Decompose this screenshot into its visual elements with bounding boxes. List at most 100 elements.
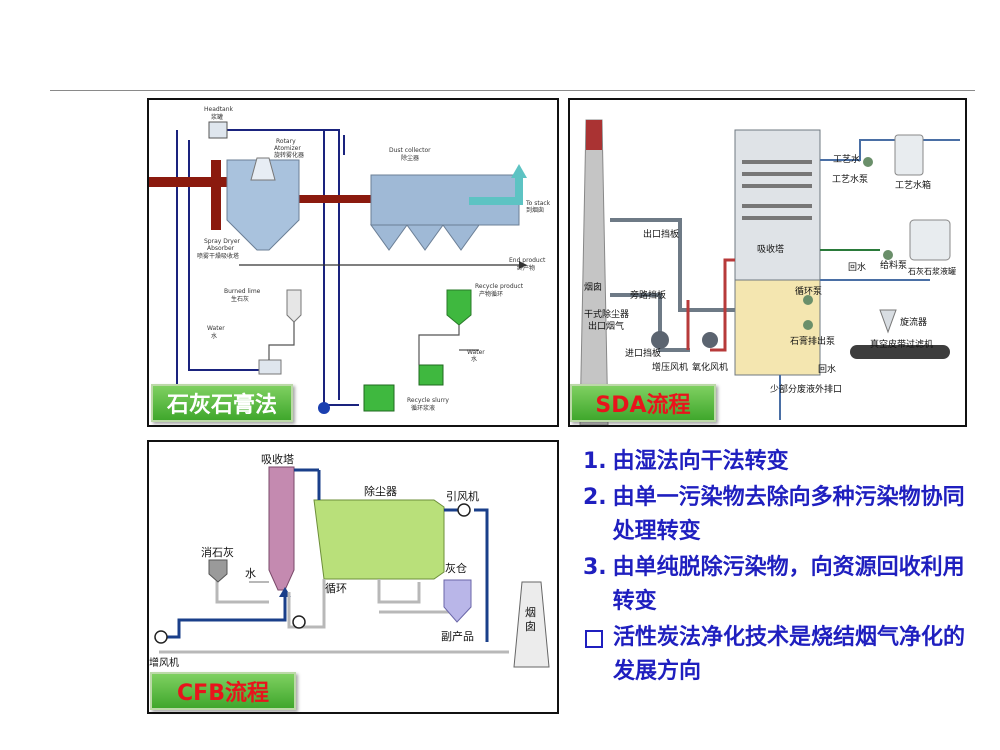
sda-label-text: SDA流程 [595, 393, 691, 418]
pump-icon [318, 402, 330, 414]
gypsum-pump-label: 石膏排出泵 [790, 335, 835, 347]
recycle-slurry-label-cn: 循环浆液 [411, 404, 435, 412]
dust-collector-icon [370, 174, 520, 226]
lime-gypsum-diagram-panel: Headtank 浆罐 Rotary Atomizer 旋转雾化器 Dust c… [147, 98, 559, 427]
hydrocyclone-icon [879, 309, 897, 334]
ash-silo-icon [443, 579, 472, 623]
trend-number: 1. [583, 449, 607, 474]
end-product-label-cn: 终产物 [517, 264, 535, 272]
limestone-slurry-label: 石灰石浆液罐 [908, 266, 956, 276]
outlet-damper-label: 出口挡板 [643, 228, 679, 240]
induced-fan-label: 引风机 [446, 489, 479, 503]
recycle-product-bin-icon [446, 289, 472, 326]
tower-layer [742, 172, 812, 176]
absorber-label: 吸收塔 [757, 243, 784, 255]
outlet-duct [469, 197, 519, 205]
process-water-tank-icon [894, 134, 924, 176]
rotary-atomizer-icon [250, 157, 276, 181]
dry-precipitator-label: 干式除尘器 [584, 308, 629, 320]
process-water-tank-label: 工艺水箱 [895, 179, 931, 191]
hydrated-lime-silo-icon [208, 559, 228, 583]
oxidation-fan-label: 氧化风机 [692, 361, 728, 373]
absorber-label-cn: 喷雾干燥吸收塔 [197, 252, 239, 260]
trend-text: 由单纯脱除污染物，向资源回收利用转变 [612, 555, 965, 614]
recirc-fan-icon [292, 615, 306, 629]
booster-duct-red [710, 258, 735, 352]
trend-text: 由单一污染物去除向多种污染物协同处理转变 [612, 485, 965, 544]
headtank-icon [208, 121, 228, 139]
process-water-pump-icon [863, 157, 873, 167]
bypass-duct [610, 293, 690, 352]
outlet-riser [515, 175, 523, 205]
dust-collector-icon [313, 499, 445, 580]
recycle-slurry-tank-icon [363, 384, 395, 412]
headtank-label: Headtank [204, 106, 234, 113]
cfb-diagram: 吸收塔 除尘器 引风机 消石灰 水 循环 灰仓 副产品 烟 囱 增风机 [149, 452, 550, 669]
lime-silo-icon [286, 289, 302, 323]
return-water-label-2: 回水 [818, 363, 836, 375]
induced-fan-icon [457, 503, 471, 517]
header-divider [50, 90, 975, 91]
flue-inlet-duct [149, 177, 229, 187]
trend-item-1: 1. 由湿法向干法转变 [583, 445, 983, 479]
recirc-pump-label: 循环泵 [795, 285, 822, 297]
hydrated-lime-label: 消石灰 [201, 545, 234, 559]
waste-outlet-label: 少部分废液外排口 [770, 383, 842, 395]
booster-fan-icon [154, 630, 168, 644]
dust-collector-label: Dust collector [389, 147, 431, 154]
recycle-product-label-cn: 产物循环 [479, 290, 503, 298]
lime-gypsum-label: 石灰石膏法 [151, 384, 293, 422]
byproduct-label: 副产品 [441, 629, 474, 643]
ash-silo-label: 灰仓 [445, 561, 467, 575]
headtank-line [209, 129, 340, 400]
water-label: 水 [245, 567, 256, 580]
feed-pump-label: 给料泵 [880, 259, 907, 271]
booster-fan-label: 增风机 [149, 656, 179, 669]
vacuum-belt-filter-icon [850, 345, 950, 359]
sda-diagram: 工艺水 工艺水泵 工艺水箱 出口挡板 吸收塔 烟囱 旁路挡板 循环泵 回水 给料… [579, 119, 960, 425]
hopper-3 [442, 224, 480, 251]
stack-icon [513, 581, 550, 668]
tower-layer [742, 184, 812, 188]
sda-diagram-panel: 工艺水 工艺水泵 工艺水箱 出口挡板 吸收塔 烟囱 旁路挡板 循环泵 回水 给料… [568, 98, 967, 427]
hopper-2 [406, 224, 444, 251]
recirc-branch-line [377, 579, 421, 604]
to-stack-label-cn: 到烟囱 [526, 206, 544, 214]
gypsum-pump-icon [803, 320, 813, 330]
recycle-line-2 [418, 325, 460, 365]
hydrocyclone-label: 旋流器 [900, 316, 927, 328]
booster-fan-label: 增压风机 [652, 361, 688, 373]
atomizer-label: Atomizer [274, 145, 301, 152]
fan-outlet-line [474, 508, 489, 642]
oxidation-fan-icon [702, 332, 718, 348]
tower-layer [742, 204, 812, 208]
burned-lime-label-cn: 生石灰 [231, 295, 249, 303]
recycle-line [323, 130, 359, 406]
cfb-diagram-panel: 吸收塔 除尘器 引风机 消石灰 水 循环 灰仓 副产品 烟 囱 增风机 [147, 440, 559, 714]
hopper-1 [370, 224, 408, 251]
mix-tank-icon [418, 364, 444, 386]
lime-gypsum-label-text: 石灰石膏法 [166, 392, 277, 418]
water-label-2: Water [467, 349, 485, 356]
chimney-top-band [586, 120, 602, 150]
headtank-label-cn: 浆罐 [211, 113, 223, 121]
water-label-2-cn: 水 [471, 355, 477, 363]
spray-dryer-label: Spray Dryer [204, 238, 241, 245]
absorber-label: 吸收塔 [261, 452, 294, 466]
water-label-1-cn: 水 [211, 332, 217, 340]
lime-gypsum-diagram: Headtank 浆罐 Rotary Atomizer 旋转雾化器 Dust c… [149, 106, 551, 414]
slaker-icon [258, 359, 282, 375]
dust-collector-label-cn: 除尘器 [401, 154, 419, 162]
chimney-label: 烟囱 [584, 281, 602, 293]
end-product-label: End product [509, 257, 546, 264]
to-stack-label: To stack [525, 200, 551, 207]
recycle-product-label: Recycle product [475, 283, 524, 290]
trend-item-3: 3. 由单纯脱除污染物，向资源回收利用转变 [583, 551, 983, 619]
process-water-pump-label: 工艺水泵 [832, 173, 868, 185]
booster-fan-icon [651, 331, 669, 349]
trend-text: 活性炭法净化技术是烧结烟气净化的发展方向 [613, 625, 966, 684]
end-product-arrow [519, 261, 527, 269]
rotary-label: Rotary [276, 138, 296, 145]
feed-line [188, 140, 269, 371]
recirculation-line [287, 579, 326, 629]
